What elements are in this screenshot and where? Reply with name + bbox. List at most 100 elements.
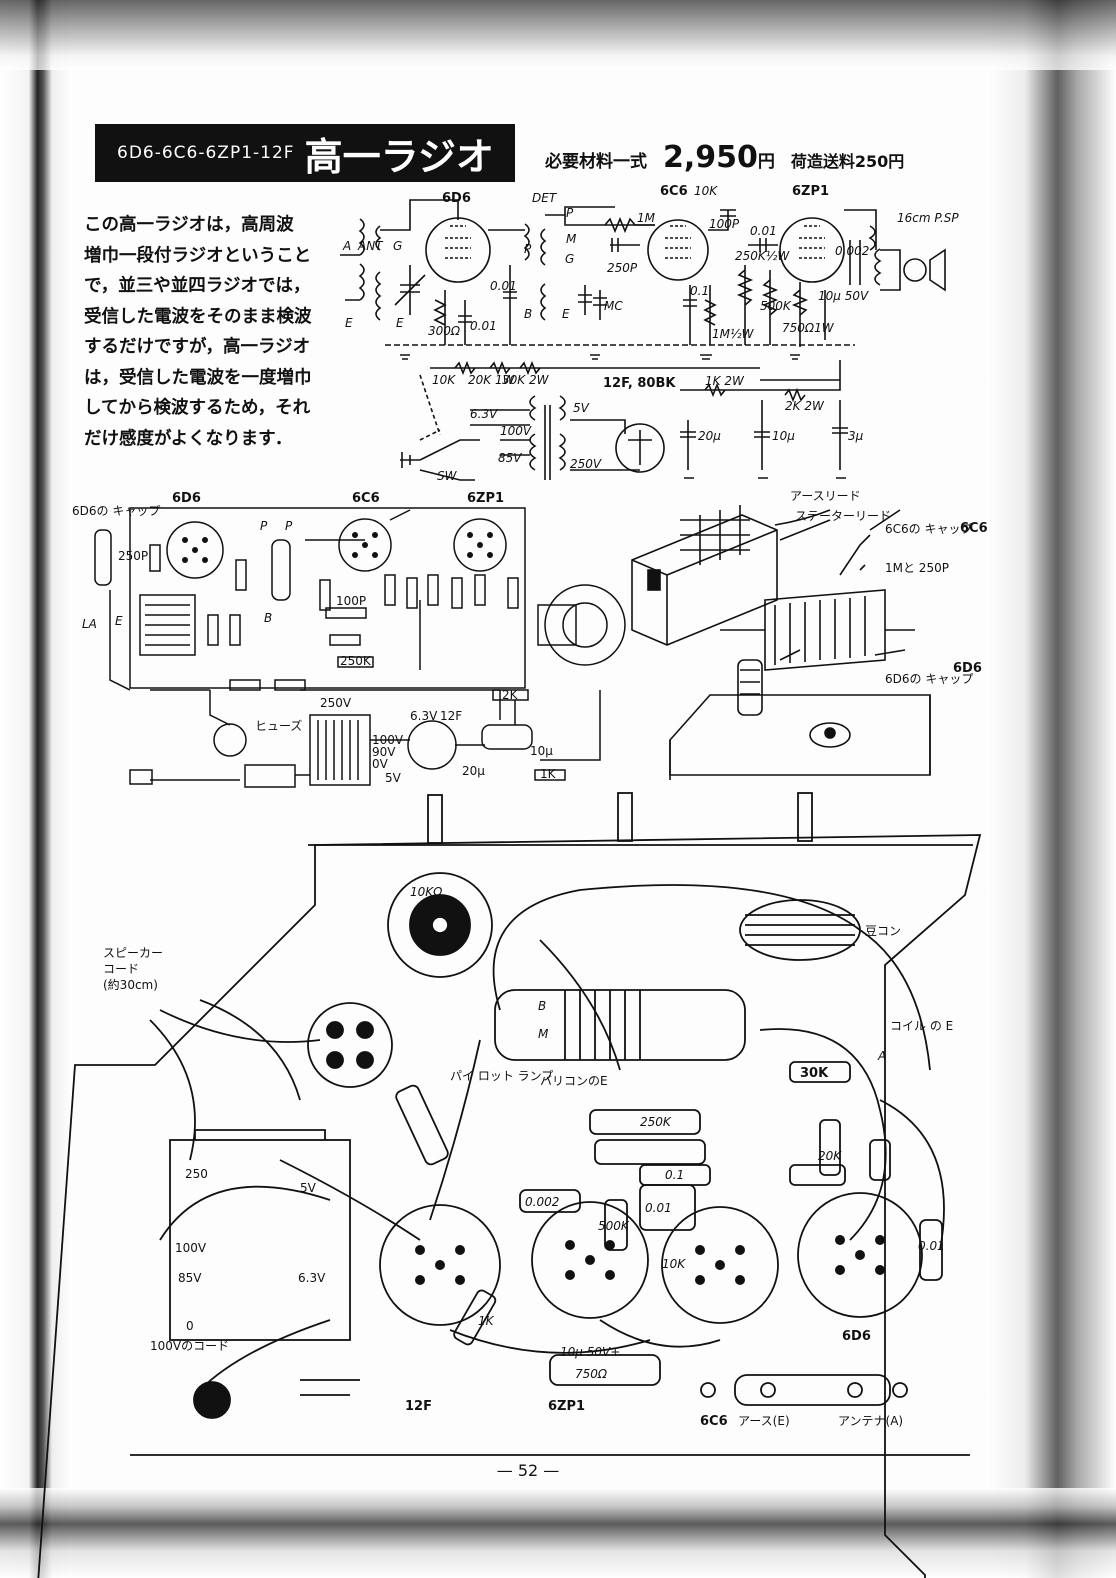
wiring-12f: 12F <box>440 709 462 723</box>
sch-c20u: 20μ <box>698 429 721 443</box>
bot-t-0: 0 <box>186 1319 194 1333</box>
wiring-tube-6d6: 6D6 <box>172 491 201 506</box>
sch-c001-b: 0.01 <box>490 279 517 293</box>
sch-r2k: 2K 2W <box>785 399 825 413</box>
bot-tube-12f: 12F <box>405 1399 432 1414</box>
sch-b1: B <box>524 307 532 321</box>
wiring-tube-6c6: 6C6 <box>352 491 380 506</box>
wiring-cap-6d6: 6D6の キャップ <box>72 504 160 518</box>
sch-c10u-50v: 10μ 50V <box>818 289 869 303</box>
sch-tube-6d6: 6D6 <box>442 191 471 206</box>
wiring-r250k: 250K <box>340 654 372 668</box>
page-number: — 52 — <box>496 1461 560 1480</box>
bot-r750: 750Ω <box>575 1367 608 1381</box>
sch-v63: 6.3V <box>470 407 498 421</box>
sch-e1: E <box>345 316 353 330</box>
sch-r10k: 10K <box>432 373 456 387</box>
scan-edge-left <box>0 0 72 1578</box>
sch-v100: 100V <box>500 424 532 438</box>
top-r1m-c250p: 1Mと 250P <box>885 561 949 575</box>
sch-v5: 5V <box>573 401 590 415</box>
intro-line: だけ感度がよくなります． <box>84 428 293 449</box>
bot-r500k: 500K <box>598 1219 630 1233</box>
wiring-v90: 90V <box>372 745 396 759</box>
tube-6c6-symbol <box>647 219 709 281</box>
socket-6zp1 <box>453 518 507 572</box>
sch-c01: 0.1 <box>690 284 709 298</box>
sch-a: A <box>342 239 351 253</box>
wiring-p2: P <box>285 519 293 533</box>
intro-text: この高一ラジオは，高周波 増巾一段付ラジオということ で，並三や並四ラジオでは，… <box>84 210 344 454</box>
bot-t-100v: 100V <box>175 1241 207 1255</box>
wiring-tube-6zp1: 6ZP1 <box>467 491 504 506</box>
bot-antenna: アンテナ(A) <box>838 1414 903 1428</box>
wiring-c10u: 10μ <box>530 744 553 758</box>
top-cap-6c6: 6C6の キャップ <box>885 522 972 536</box>
bot-speaker-cord-3: (約30cm) <box>103 977 158 992</box>
bot-c0002: 0.002 <box>525 1195 559 1209</box>
wiring-fuse: ヒューズ <box>255 718 302 733</box>
bot-r1k: 1K <box>478 1314 495 1328</box>
sch-tube-6zp1: 6ZP1 <box>792 184 829 199</box>
scan-edge-top <box>0 0 1116 70</box>
sch-r300: 300Ω <box>428 324 461 338</box>
sch-r1m: 1M <box>637 211 656 225</box>
bot-vol: 10KΩ <box>410 885 443 899</box>
top-tube-6c6: 6C6 <box>960 521 988 536</box>
wiring-v0: 0V <box>372 757 389 771</box>
intro-line: してから検波するため，それ <box>84 398 311 418</box>
sch-c0002: 0.002 <box>835 244 869 258</box>
shipping-fee: 荷造送料250円 <box>790 152 905 171</box>
sch-r1k: 1K 2W <box>705 374 745 388</box>
top-stator-lead: ステーターリード <box>795 509 891 523</box>
sch-speaker: 16cm P.SP <box>897 211 959 225</box>
bot-bean-cond: 豆コン <box>865 924 901 938</box>
sch-r750: 750Ω1W <box>782 321 835 335</box>
bot-speaker-cord-2: コード <box>103 962 139 976</box>
sch-c001-c: 0.01 <box>470 319 497 333</box>
bot-tube-6d6: 6D6 <box>842 1329 871 1344</box>
scan-edge-right <box>986 0 1116 1578</box>
sch-r1m-half: 1M½W <box>712 327 755 341</box>
sch-g2: G <box>565 252 574 266</box>
sch-e2: E <box>396 316 404 330</box>
wiring-r1k: 1K <box>540 767 557 781</box>
sch-r500k: 500K <box>760 299 792 313</box>
sch-r30k: 30K 2W <box>502 373 550 387</box>
sch-cmc: MC <box>604 299 623 313</box>
sch-r20k: 20K 1W <box>468 373 516 387</box>
wiring-e: E <box>115 614 123 628</box>
bot-c001b: 0.01 <box>918 1239 945 1253</box>
sch-r250k: 250K½W <box>735 249 790 263</box>
bot-cord: 100Vのコード <box>150 1339 229 1353</box>
sch-p2: P <box>566 206 574 220</box>
wiring-v63: 6.3V <box>410 709 438 723</box>
intro-line: は，受信した電波を一度増巾 <box>84 367 312 388</box>
intro-line: するだけですが，高一ラジオ <box>84 337 311 357</box>
title-name: 高一ラジオ <box>304 133 494 179</box>
bot-t-85v: 85V <box>178 1271 202 1285</box>
bot-b: B <box>538 999 546 1013</box>
sch-e3: E <box>562 307 570 321</box>
top-tube-6d6: 6D6 <box>953 661 982 676</box>
bot-a: A <box>877 1049 886 1063</box>
bot-c10u: 10μ 50V+ <box>560 1345 620 1359</box>
sch-c001-a: 0.01 <box>750 224 777 238</box>
tube-6zp1-symbol <box>779 217 845 283</box>
sch-p1: P <box>524 242 532 256</box>
bot-c01: 0.1 <box>665 1168 684 1182</box>
wiring-v250: 250V <box>320 696 352 710</box>
bot-t-250: 250 <box>185 1167 208 1181</box>
sch-tube-6c6: 6C6 <box>660 184 688 199</box>
price-value: 2,950 <box>663 140 758 175</box>
bot-r250k: 250K <box>640 1115 672 1129</box>
bot-variable-e: バリコンのE <box>540 1074 608 1088</box>
scan-edge-bottom <box>0 1488 1116 1578</box>
sch-sw: SW <box>437 469 458 483</box>
wiring-c100p: 100P <box>336 594 366 608</box>
wiring-p1: P <box>260 519 268 533</box>
socket-6c6 <box>338 518 392 572</box>
sch-m: M <box>566 232 577 246</box>
